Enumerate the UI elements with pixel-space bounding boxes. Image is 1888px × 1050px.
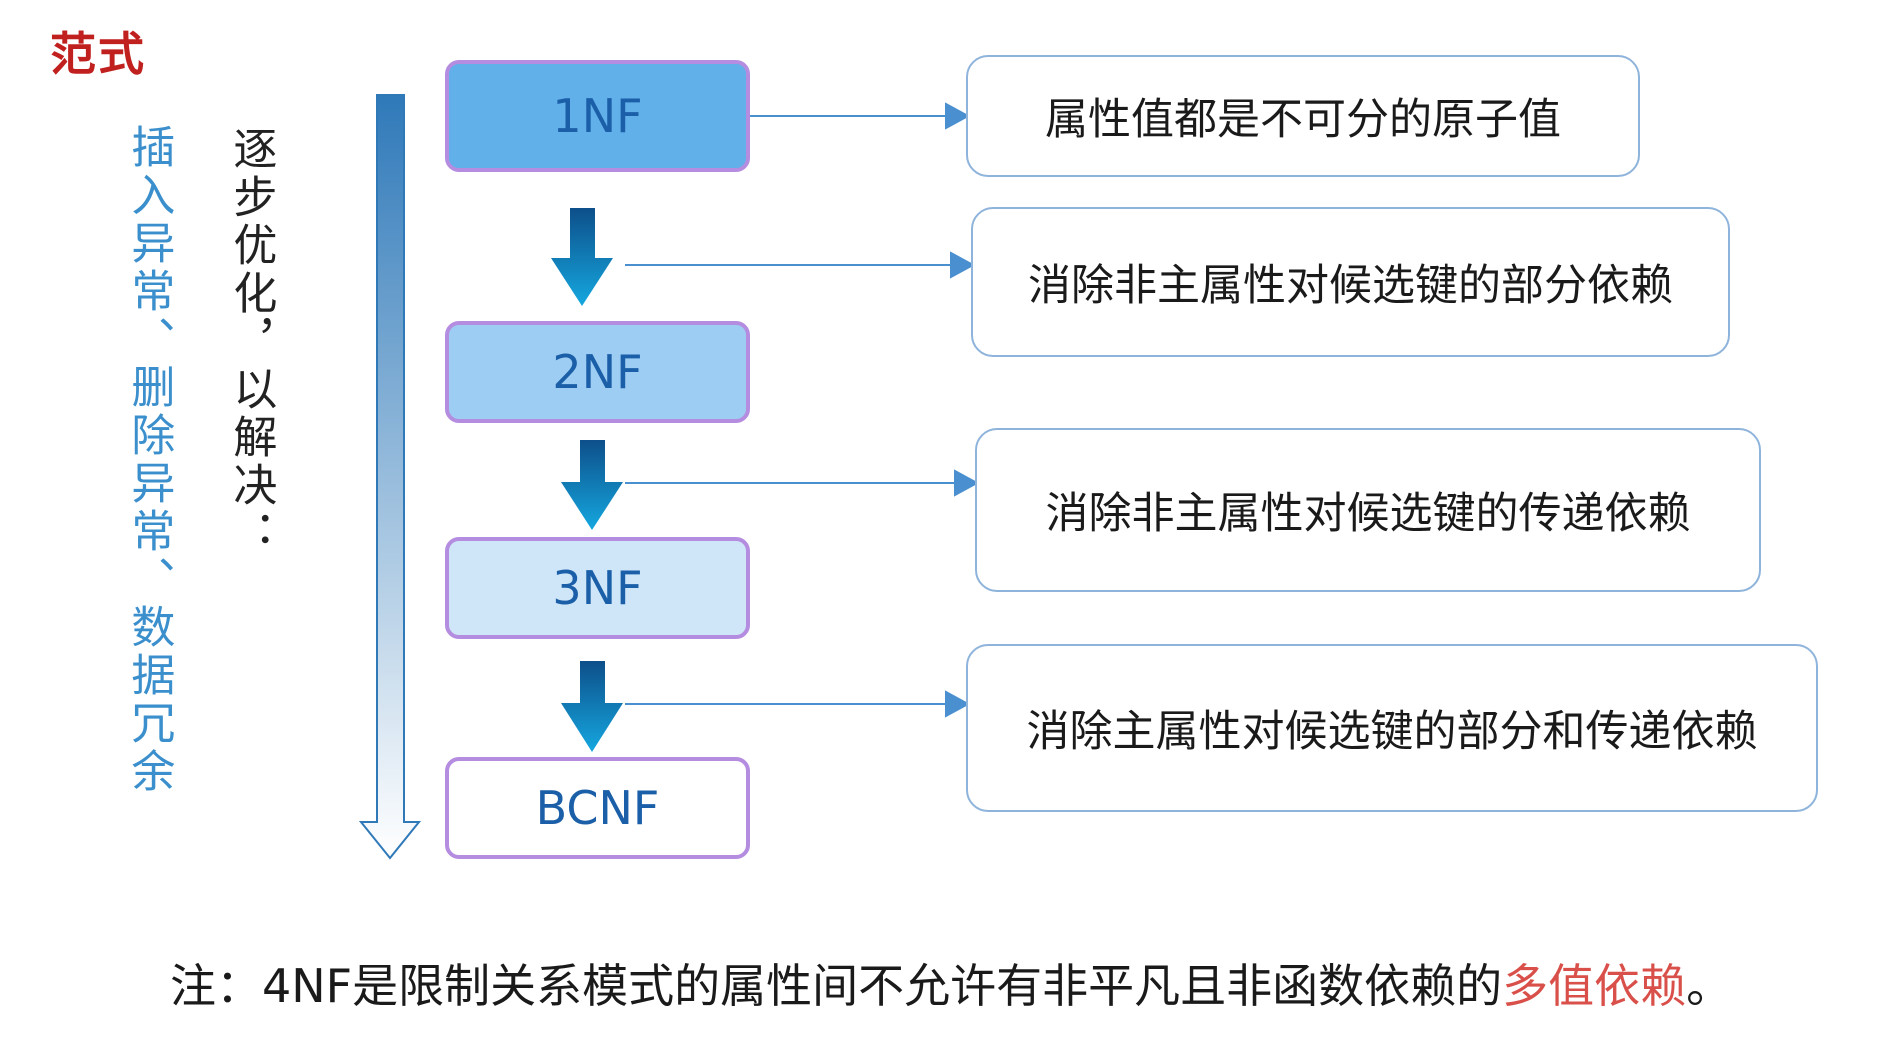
down-arrow-1: [551, 208, 613, 306]
level-1nf-description: 属性值都是不可分的原子值: [966, 55, 1640, 177]
progression-arrow: [358, 94, 422, 860]
level-bcnf-description: 消除主属性对候选键的部分和传递依赖: [966, 644, 1818, 812]
level-2nf-box: 2NF: [445, 321, 750, 423]
down-arrow-2: [561, 440, 623, 530]
level-2nf-description: 消除非主属性对候选键的部分依赖: [971, 207, 1730, 357]
footnote-suffix: 。: [1686, 959, 1733, 1013]
level-3nf-description: 消除非主属性对候选键的传递依赖: [975, 428, 1761, 592]
level-1nf-box: 1NF: [445, 60, 750, 172]
page-title: 范式: [50, 27, 146, 81]
optimize-note: 逐步优化，以解决：: [225, 126, 277, 558]
footnote: 注：4NF是限制关系模式的属性间不允许有非平凡且非函数依赖的多值依赖。: [170, 950, 1732, 1016]
level-bcnf-box: BCNF: [445, 757, 750, 859]
footnote-highlight: 多值依赖: [1502, 959, 1687, 1013]
problems-note: 插入异常、删除异常、数据冗余: [123, 124, 175, 796]
footnote-prefix: 注：4NF是限制关系模式的属性间不允许有非平凡且非函数依赖的: [170, 959, 1503, 1013]
level-3nf-box: 3NF: [445, 537, 750, 639]
down-arrow-3: [561, 661, 623, 752]
